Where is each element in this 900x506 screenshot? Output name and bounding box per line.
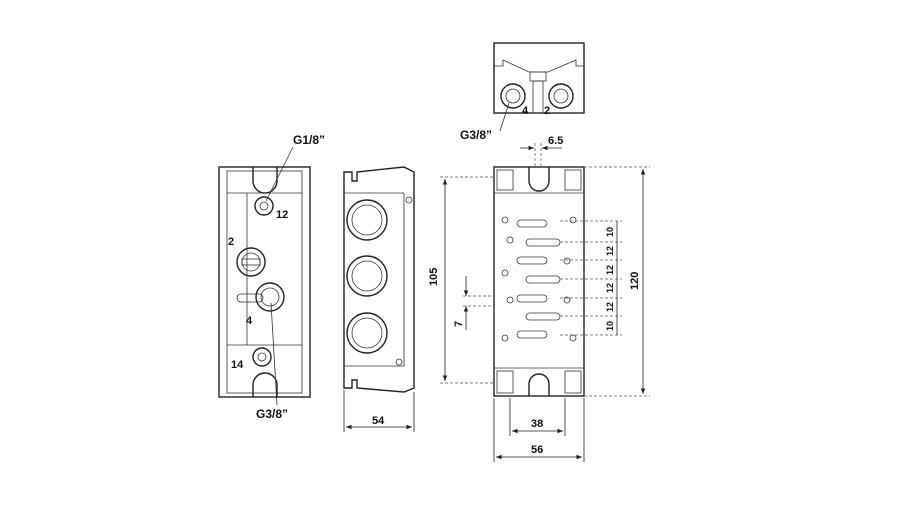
port-label-12: 12 [276, 209, 288, 221]
dimension-120: 120 [629, 272, 641, 290]
front-port-view [218, 146, 311, 406]
port-label-2: 2 [228, 236, 234, 248]
dimension-54: 54 [372, 415, 385, 427]
dimension-105: 105 [428, 268, 440, 286]
thread-label-g18: G1/8” [293, 133, 325, 147]
thread-label-g38-top: G3/8” [460, 128, 492, 142]
dimension-7: 7 [453, 321, 465, 327]
side-view [343, 166, 415, 393]
thread-label-g38-left: G3/8” [256, 407, 288, 421]
pitch-dimension-3: 12 [605, 265, 615, 275]
top-port-label-2: 2 [544, 105, 550, 117]
pitch-dimension-6: 10 [605, 321, 615, 331]
top-port-label-4: 4 [522, 105, 529, 117]
pitch-dimension-5: 12 [605, 302, 615, 312]
dimension-6-5: 6.5 [548, 135, 563, 147]
dimension-56: 56 [531, 444, 543, 456]
base-plan-view [493, 166, 622, 397]
top-view [493, 42, 585, 132]
port-label-4: 4 [246, 315, 253, 327]
pitch-dimension-4: 12 [605, 283, 615, 293]
dimension-38: 38 [531, 418, 543, 430]
pitch-dimension-1: 10 [605, 227, 615, 237]
pitch-dimension-2: 12 [605, 246, 615, 256]
port-label-14: 14 [231, 359, 244, 371]
